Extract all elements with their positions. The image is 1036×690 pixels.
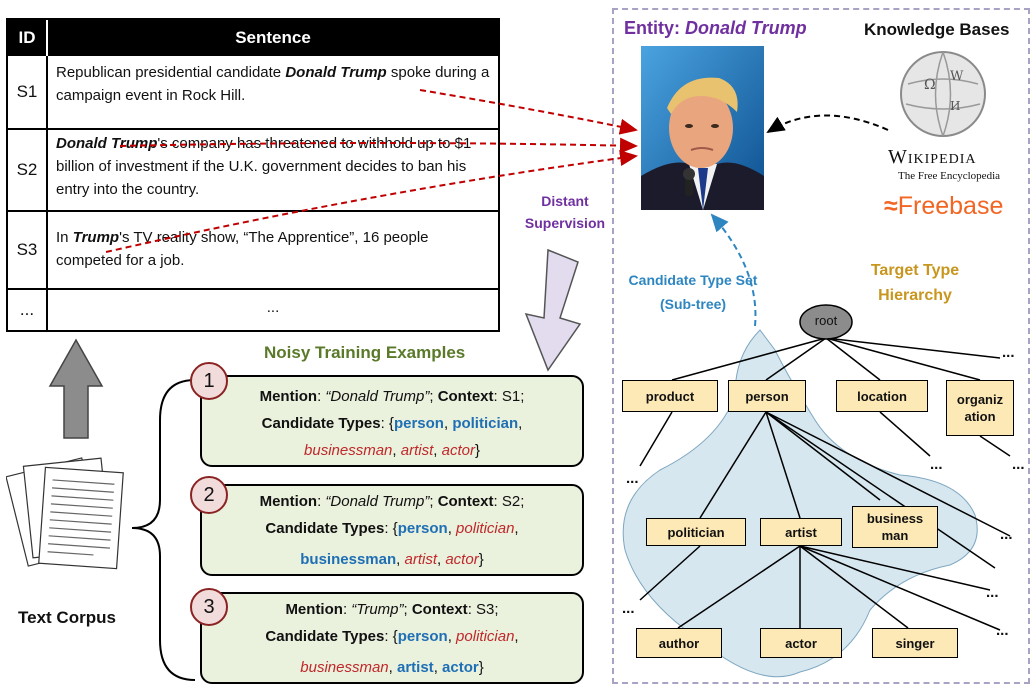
freebase-wordmark: Freebase <box>897 192 1004 220</box>
examples-brace <box>131 379 196 681</box>
svg-text:Ω: Ω <box>924 77 936 93</box>
candidate-subtree-region <box>622 329 978 678</box>
sentence-text: spoke during a campaign event in Rock Hi… <box>56 64 490 104</box>
type-location: location <box>836 380 928 412</box>
entity-mention: Trump <box>72 229 120 246</box>
sentence-table: ID Sentence S1 Republican presidential c… <box>6 18 500 332</box>
mention-link-arrow <box>419 89 638 135</box>
example-number-badge: 2 <box>190 476 228 514</box>
table-row: ... ... <box>8 288 498 330</box>
type-artist: artist <box>760 518 842 546</box>
sentence-text: 's TV reality show, “The Apprentice”, 16… <box>56 229 429 269</box>
table-row: S3 In Trump's TV reality show, “The Appr… <box>8 210 498 288</box>
type-actor: actor <box>760 628 842 658</box>
row-id: S1 <box>8 56 48 128</box>
example-number-badge: 3 <box>190 588 228 626</box>
type-singer: singer <box>872 628 958 658</box>
ellipsis: ... <box>1000 526 1013 543</box>
row-sentence: Republican presidential candidate Donald… <box>48 56 498 128</box>
example-mention-line: Mention: “Donald Trump”; Context: S2; <box>259 493 525 510</box>
root-label: root <box>814 313 838 328</box>
candidate-type-arrow <box>710 213 757 327</box>
type-politician: politician <box>646 518 746 546</box>
label-line: Candidate Type Set <box>628 272 758 288</box>
wikipedia-globe-icon: Ω W И <box>900 51 986 137</box>
example-types-line: businessman, artist, actor} <box>300 659 484 676</box>
label-line: Supervision <box>524 215 606 231</box>
label-line: (Sub-tree) <box>659 296 727 312</box>
example-number-badge: 1 <box>190 362 228 400</box>
svg-text:И: И <box>950 99 960 113</box>
example-mention-line: Mention: “Trump”; Context: S3; <box>285 601 499 618</box>
example-types-line: Candidate Types: {person, politician, <box>261 415 523 432</box>
hierarchy-edges <box>639 337 1011 631</box>
row-id: S2 <box>8 130 48 210</box>
mention-link-arrow <box>119 137 638 154</box>
table-header: ID Sentence <box>8 20 498 56</box>
mention-link-arrow <box>105 150 638 253</box>
corpus-to-table-arrow <box>48 338 104 439</box>
ellipsis: ... <box>930 456 943 473</box>
sentence-text: Republican presidential candidate <box>56 64 286 81</box>
example-mention-line: Mention: “Donald Trump”; Context: S1; <box>259 388 525 405</box>
ellipsis: ... <box>996 622 1009 639</box>
training-example-1: Mention: “Donald Trump”; Context: S1; Ca… <box>200 375 584 467</box>
label-line: Target Type <box>870 262 960 279</box>
distant-supervision-label: Distant Supervision <box>520 190 610 234</box>
row-sentence: In Trump's TV reality show, “The Apprent… <box>48 212 498 288</box>
type-businessman: business man <box>852 506 938 548</box>
entity-mention: Donald Trump <box>56 135 158 152</box>
example-types-line: businessman, artist, actor} <box>304 442 480 459</box>
ellipsis: ... <box>626 470 639 487</box>
wikipedia-wordmark: Wikipedia <box>888 146 977 168</box>
entity-label: Entity: Donald Trump <box>624 18 807 39</box>
entity-name: Donald Trump <box>685 18 807 38</box>
header-id: ID <box>8 20 48 56</box>
type-organization: organiz ation <box>946 380 1014 436</box>
label-line: Hierarchy <box>878 287 952 304</box>
sentence-text: In <box>56 229 73 246</box>
text-corpus-label: Text Corpus <box>18 608 116 627</box>
training-example-2: Mention: “Donald Trump”; Context: S2; Ca… <box>200 484 584 576</box>
example-types-line: Candidate Types: {person, politician, <box>265 520 519 537</box>
noisy-examples-title: Noisy Training Examples <box>264 343 466 362</box>
label-line: Distant <box>541 193 589 209</box>
kb-link-arrow <box>766 114 889 134</box>
example-types-line: businessman, artist, actor} <box>300 551 484 568</box>
type-author: author <box>636 628 722 658</box>
distant-supervision-arrow <box>524 248 582 372</box>
example-types-line: Candidate Types: {person, politician, <box>265 628 519 645</box>
type-product: product <box>622 380 718 412</box>
header-sentence: Sentence <box>235 28 311 47</box>
training-example-3: Mention: “Trump”; Context: S3; Candidate… <box>200 592 584 684</box>
ellipsis: ... <box>986 584 999 601</box>
freebase-icon: ≈ <box>884 192 898 220</box>
ellipsis: ... <box>1002 344 1015 361</box>
knowledge-bases-label: Knowledge Bases <box>864 20 1010 39</box>
portrait-image <box>641 46 764 210</box>
type-person: person <box>728 380 806 412</box>
sentence-text: 's company has threatened to withhold up… <box>56 135 472 198</box>
entity-prefix: Entity: <box>624 18 685 38</box>
documents-icon <box>6 457 124 570</box>
row-id: S3 <box>8 212 48 288</box>
table-row: S2 Donald Trump's company has threatened… <box>8 128 498 210</box>
table-row: S1 Republican presidential candidate Don… <box>8 56 498 128</box>
target-type-hierarchy-label: Target Type Hierarchy <box>840 258 990 308</box>
root-node <box>799 304 853 340</box>
entity-mention: Donald Trump <box>285 64 387 81</box>
row-sentence: ... <box>266 299 280 316</box>
row-sentence: Donald Trump's company has threatened to… <box>48 130 498 210</box>
candidate-type-set-label: Candidate Type Set (Sub-tree) <box>618 268 768 316</box>
ellipsis: ... <box>622 600 635 617</box>
knowledge-panel <box>612 8 1030 684</box>
wikipedia-tagline: The Free Encyclopedia <box>898 170 1001 182</box>
freebase-logo: ≈Freebase <box>884 192 1003 221</box>
ellipsis: ... <box>1012 456 1025 473</box>
svg-text:W: W <box>950 69 964 84</box>
row-id: ... <box>8 290 48 330</box>
